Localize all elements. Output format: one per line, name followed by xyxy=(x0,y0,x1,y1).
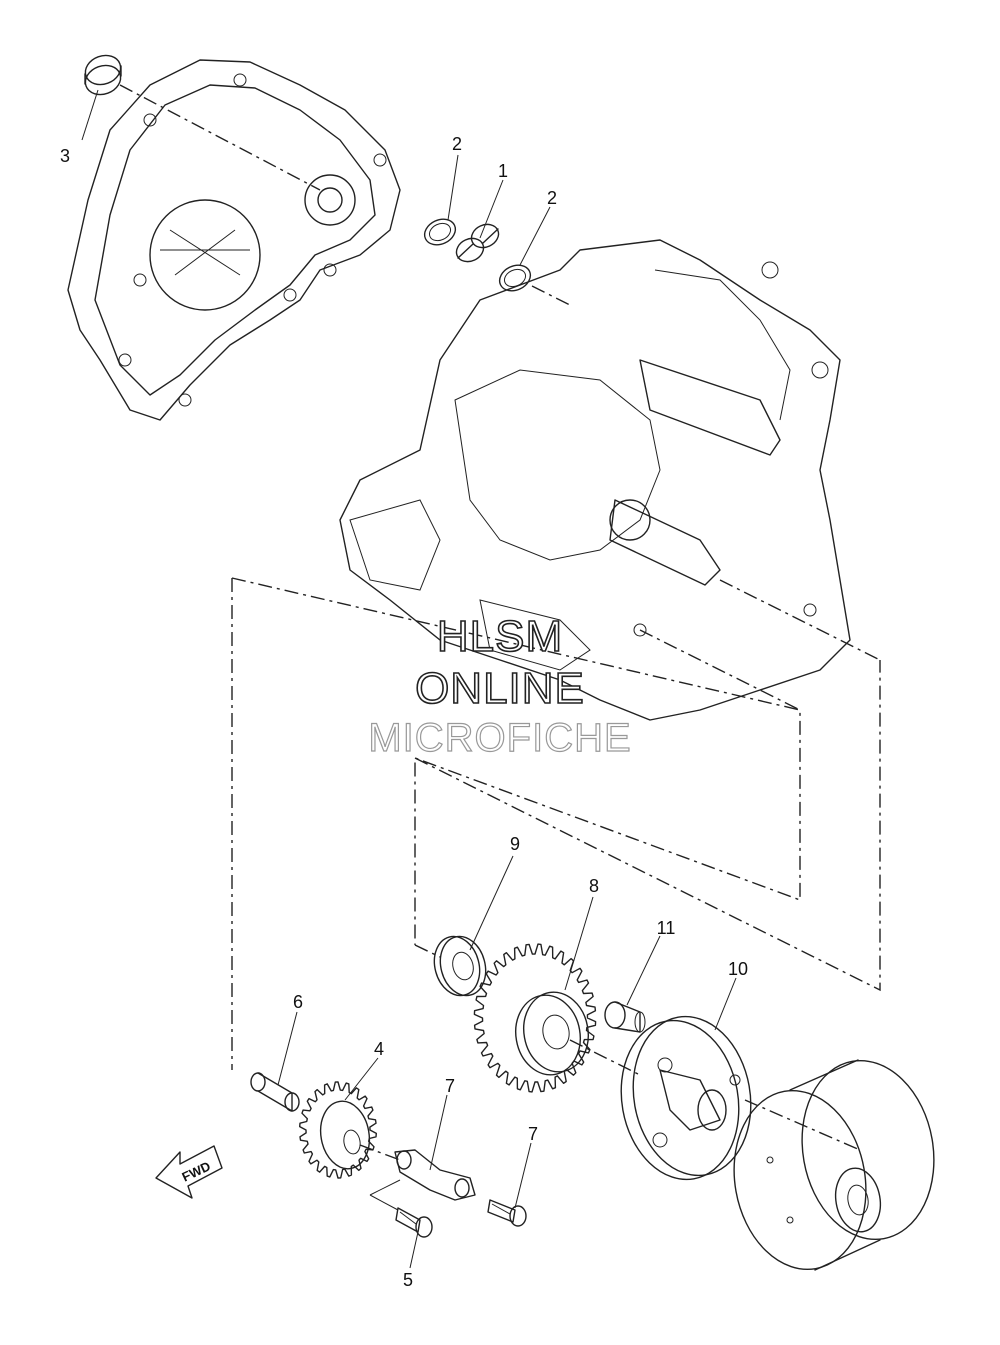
callout-5: 6 xyxy=(293,992,303,1012)
axis-line xyxy=(119,84,321,191)
crankcase-cover xyxy=(67,59,401,421)
oil-seal xyxy=(84,54,122,96)
callout-8: 8 xyxy=(589,876,599,896)
rotor xyxy=(733,1059,935,1271)
callout-7-left: 5 xyxy=(403,1270,413,1290)
axis-line xyxy=(719,579,881,661)
watermark-line-3: MICROFICHE xyxy=(368,715,632,760)
screw-left xyxy=(395,1207,433,1238)
callout-4: 4 xyxy=(374,1039,384,1059)
axis-line xyxy=(414,944,441,958)
watermark-line-2: ONLINE xyxy=(414,663,585,714)
alignment-box xyxy=(231,577,881,1070)
callout-7-right: 7 xyxy=(528,1124,538,1144)
collar xyxy=(455,223,500,263)
shaft xyxy=(250,1072,300,1112)
callout-6: 7 xyxy=(445,1076,455,1096)
callout-1: 1 xyxy=(498,161,508,181)
callout-leaders xyxy=(81,89,737,1269)
axis-line xyxy=(369,1194,399,1211)
axis-line xyxy=(744,1099,861,1151)
callout-2-left: 2 xyxy=(452,134,462,154)
screw-right xyxy=(487,1199,527,1227)
axis-line xyxy=(531,285,571,306)
starter-clutch xyxy=(620,1015,752,1181)
callout-3: 3 xyxy=(60,146,70,166)
callout-11: 11 xyxy=(657,918,676,938)
washer xyxy=(433,935,487,997)
circlip-right xyxy=(498,264,532,292)
watermark-line-1: HLSM xyxy=(436,611,564,662)
fwd-arrow-icon: FWD xyxy=(155,1145,223,1199)
axis-line xyxy=(569,1039,641,1076)
idler-gear xyxy=(473,943,597,1093)
circlip-left xyxy=(423,218,457,246)
callout-10: 10 xyxy=(728,959,748,979)
engine-block xyxy=(339,239,851,721)
axis-line xyxy=(369,1179,401,1196)
bolt-11 xyxy=(604,1001,646,1033)
bracket xyxy=(394,1149,476,1201)
idler-gear-4 xyxy=(299,1081,377,1179)
callout-labels: 3 2 1 2 9 8 11 10 6 4 7 7 5 xyxy=(60,134,748,1290)
axis-line xyxy=(639,629,801,711)
axis-line xyxy=(359,1144,401,1161)
callout-2-right: 2 xyxy=(547,188,557,208)
callout-9: 9 xyxy=(510,834,520,854)
